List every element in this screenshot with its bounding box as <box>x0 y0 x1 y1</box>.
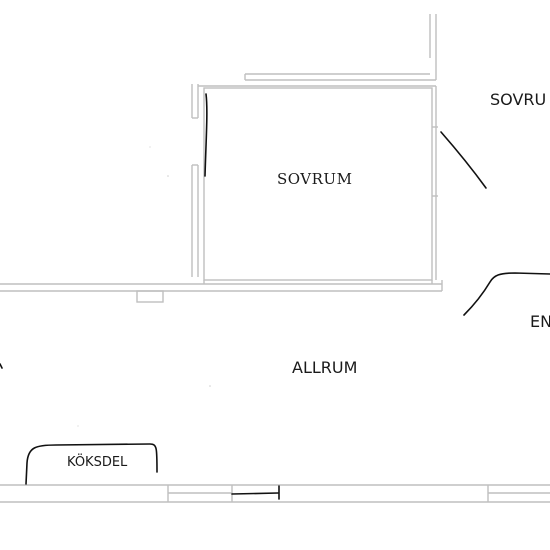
left-wall-fragments <box>191 84 199 277</box>
kitchen-label: KÖKSDEL <box>67 455 128 470</box>
second-bedroom-label: SOVRU <box>490 90 547 109</box>
top-right-wall <box>244 14 437 81</box>
hand-drawn-marks <box>0 93 550 500</box>
left-edge-tick <box>0 363 3 369</box>
kitchen-bracket-mark <box>25 443 158 485</box>
right-door-swing-mark <box>440 131 487 189</box>
living-room-label: ALLRUM <box>292 358 358 377</box>
bedroom-label: SOVRUM <box>277 170 353 188</box>
bedroom-door-mark <box>204 93 208 177</box>
entrance-label: EN <box>530 312 550 331</box>
bedroom-walls <box>198 85 438 281</box>
entrance-curve-mark <box>463 272 550 316</box>
corridor-wall <box>0 280 443 303</box>
scan-specks <box>77 146 211 427</box>
window-door-mark <box>231 492 279 495</box>
